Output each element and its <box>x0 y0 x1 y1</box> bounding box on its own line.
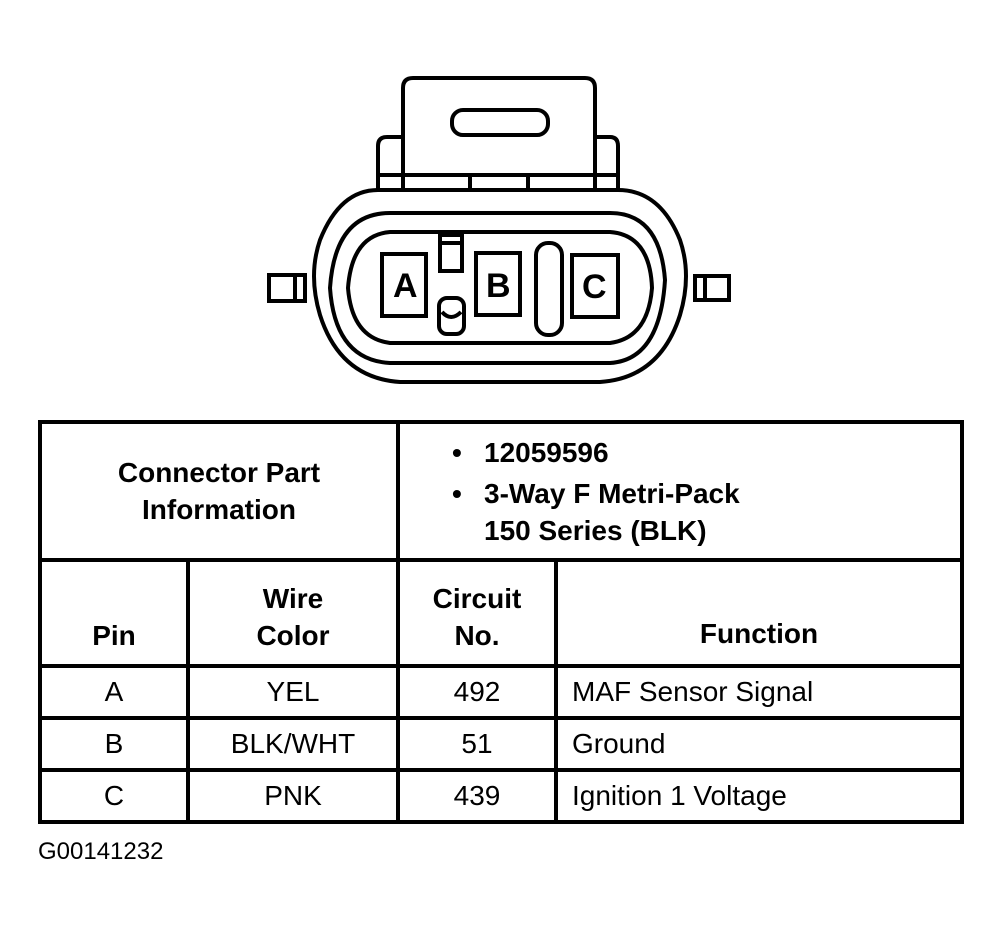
cell-pin: A <box>38 664 190 720</box>
connector-series: 150 Series (BLK) <box>484 514 707 546</box>
pin-label-b: B <box>486 267 511 305</box>
cell-function: Ground <box>554 716 964 772</box>
cell-function: MAF Sensor Signal <box>554 664 964 720</box>
left-latch <box>267 273 307 303</box>
connector-diagram: A B C <box>260 60 740 400</box>
connector-type: 3-Way F Metri-Pack <box>484 477 740 509</box>
right-latch <box>693 274 731 302</box>
cell-wire-color: BLK/WHT <box>186 716 400 772</box>
cell-pin: B <box>38 716 190 772</box>
cell-wire-color: YEL <box>186 664 400 720</box>
header-wire-color: Wire Color <box>186 558 400 668</box>
pin-cavity-c <box>570 253 620 319</box>
table-row: C PNK 439 Ignition 1 Voltage <box>38 768 964 824</box>
key-slot-top <box>438 233 464 273</box>
connector-type-bullet: • 3-Way F Metri-Pack 150 Series (BLK) <box>452 475 960 549</box>
cell-wire-color: PNK <box>186 768 400 824</box>
key-slot-round <box>437 296 466 336</box>
pin-cavity-a <box>380 252 428 318</box>
pin-label-a: A <box>393 267 418 305</box>
cell-circuit: 492 <box>396 664 558 720</box>
seal-ring <box>327 211 668 365</box>
table-row: A YEL 492 MAF Sensor Signal <box>38 664 964 720</box>
locking-tab <box>376 76 620 190</box>
header-pin: Pin <box>38 558 190 668</box>
table-row: B BLK/WHT 51 Ground <box>38 716 964 772</box>
part-number: 12059596 <box>484 436 609 468</box>
bullet-icon: • <box>452 436 462 468</box>
part-number-bullet: • 12059596 <box>452 434 960 471</box>
figure-id: G00141232 <box>38 838 164 865</box>
outer-housing <box>312 188 688 384</box>
pin-cavity-b <box>474 251 522 317</box>
cell-pin: C <box>38 768 190 824</box>
cell-circuit: 51 <box>396 716 558 772</box>
bullet-icon: • <box>452 477 462 509</box>
column-header-row: Pin Wire Color Circuit No. Function <box>38 558 964 668</box>
inner-face <box>345 230 655 345</box>
connector-part-info-row: Connector Part Information • 12059596 • … <box>38 420 964 562</box>
cell-function: Ignition 1 Voltage <box>554 768 964 824</box>
cell-circuit: 439 <box>396 768 558 824</box>
pin-label-c: C <box>582 268 607 306</box>
connector-info-table: Connector Part Information • 12059596 • … <box>38 420 964 824</box>
header-circuit-no: Circuit No. <box>396 558 558 668</box>
header-function: Function <box>554 558 964 668</box>
key-rib <box>534 241 564 337</box>
connector-part-info-values: • 12059596 • 3-Way F Metri-Pack 150 Seri… <box>396 420 964 562</box>
connector-part-info-label: Connector Part Information <box>38 420 400 562</box>
